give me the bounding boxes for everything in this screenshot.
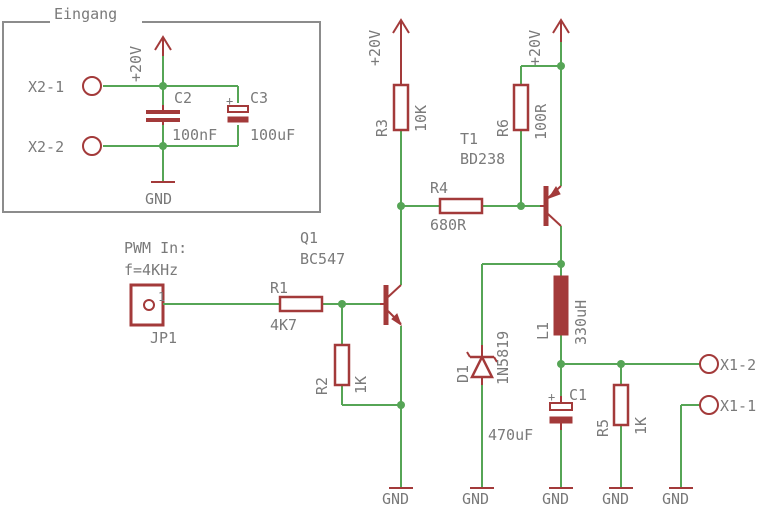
r4-wires (397, 202, 540, 210)
resistor-r5: R5 1K (594, 383, 650, 437)
supply-arrow-1: +20V (127, 35, 172, 82)
supply-label-1: +20V (127, 46, 145, 82)
supply-arrow-2: +20V (366, 18, 410, 85)
c2-name: C2 (174, 89, 192, 107)
gnd-label-6: GND (662, 490, 689, 508)
r3-name: R3 (373, 119, 391, 137)
t1-value: BD238 (460, 150, 505, 168)
gnd-symbol-4: GND (542, 487, 573, 508)
connector-x2-1: X2-1 (28, 76, 102, 96)
connector-x2-2: X2-2 (28, 136, 102, 156)
c2-value: 100nF (172, 126, 217, 144)
connector-x1-1: X1-1 (699, 395, 756, 415)
pwm-connector: PWM In: f=4KHz 1 JP1 (124, 239, 187, 347)
resistor-r2: R2 1K (313, 343, 370, 395)
c1-value: 470uF (488, 426, 533, 444)
capacitor-c3: + C3 100uF (226, 89, 295, 144)
resistor-r4: R4 680R (430, 179, 484, 234)
r6-name: R6 (494, 119, 512, 137)
q1-value: BC547 (300, 250, 345, 268)
resistor-r6: R6 100R (494, 83, 550, 140)
l1-name: L1 (534, 322, 552, 340)
l1-value: 330uH (572, 300, 590, 345)
c3-name: C3 (250, 89, 268, 107)
l1-d1-wires (481, 260, 700, 488)
svg-text:+: + (548, 390, 555, 404)
supply-label-3: +20V (526, 30, 544, 66)
gnd-label-4: GND (542, 490, 569, 508)
q1-name: Q1 (300, 229, 318, 247)
resistor-r1: R1 4K7 (270, 279, 324, 334)
pwm-line1: PWM In: (124, 239, 187, 257)
connector-x1-2-label: X1-2 (720, 356, 756, 374)
inductor-l1: L1 330uH (534, 275, 590, 345)
gnd-symbol-6: GND (662, 487, 693, 508)
capacitor-c1: + C1 470uF (488, 386, 587, 444)
gnd-label-3: GND (462, 490, 489, 508)
diode-d1: D1 1N5819 (454, 331, 512, 385)
t1-wires (520, 42, 565, 276)
r5-name: R5 (594, 419, 612, 437)
r3-value: 10K (412, 105, 430, 132)
resistor-r3: R3 10K (373, 83, 430, 137)
supply-label-2: +20V (366, 30, 384, 66)
input-frame-title: Eingang (54, 5, 117, 23)
gnd-label-2: GND (382, 490, 409, 508)
gnd-symbol-5: GND (602, 487, 633, 508)
r4-value: 680R (430, 216, 467, 234)
t1-name: T1 (460, 130, 478, 148)
r6-value: 100R (532, 103, 550, 140)
r5-value: 1K (632, 417, 650, 435)
r2-value: 1K (352, 376, 370, 394)
input-frame: Eingang (2, 5, 321, 213)
gnd-symbol-2: GND (382, 487, 413, 508)
r1-name: R1 (270, 279, 288, 297)
c1-name: C1 (569, 386, 587, 404)
gnd-symbol-1: GND (145, 181, 175, 208)
svg-text:+: + (226, 94, 233, 108)
pwm-line2: f=4KHz (124, 261, 178, 279)
r4-name: R4 (430, 179, 448, 197)
q1-wires (163, 130, 405, 488)
connector-x2-2-label: X2-2 (28, 138, 64, 156)
transistor-t1: T1 BD238 (460, 130, 562, 227)
gnd-label-5: GND (602, 490, 629, 508)
connector-x1-2: X1-2 (699, 354, 756, 374)
r1-value: 4K7 (270, 316, 297, 334)
c3-value: 100uF (250, 126, 295, 144)
r2-name: R2 (313, 377, 331, 395)
d1-value: 1N5819 (494, 331, 512, 385)
x1-wires (680, 404, 700, 488)
transistor-q1: Q1 BC547 (300, 229, 402, 327)
pwm-pin: 1 (158, 290, 165, 304)
input-wires (103, 50, 239, 182)
connector-x2-1-label: X2-1 (28, 78, 64, 96)
capacitor-c2: C2 100nF (146, 89, 217, 144)
supply-arrow-3: +20V (526, 18, 570, 66)
pwm-name: JP1 (150, 329, 177, 347)
gnd-symbol-3: GND (462, 487, 494, 508)
gnd-label-1: GND (145, 190, 172, 208)
d1-name: D1 (454, 365, 472, 383)
connector-x1-1-label: X1-1 (720, 397, 756, 415)
